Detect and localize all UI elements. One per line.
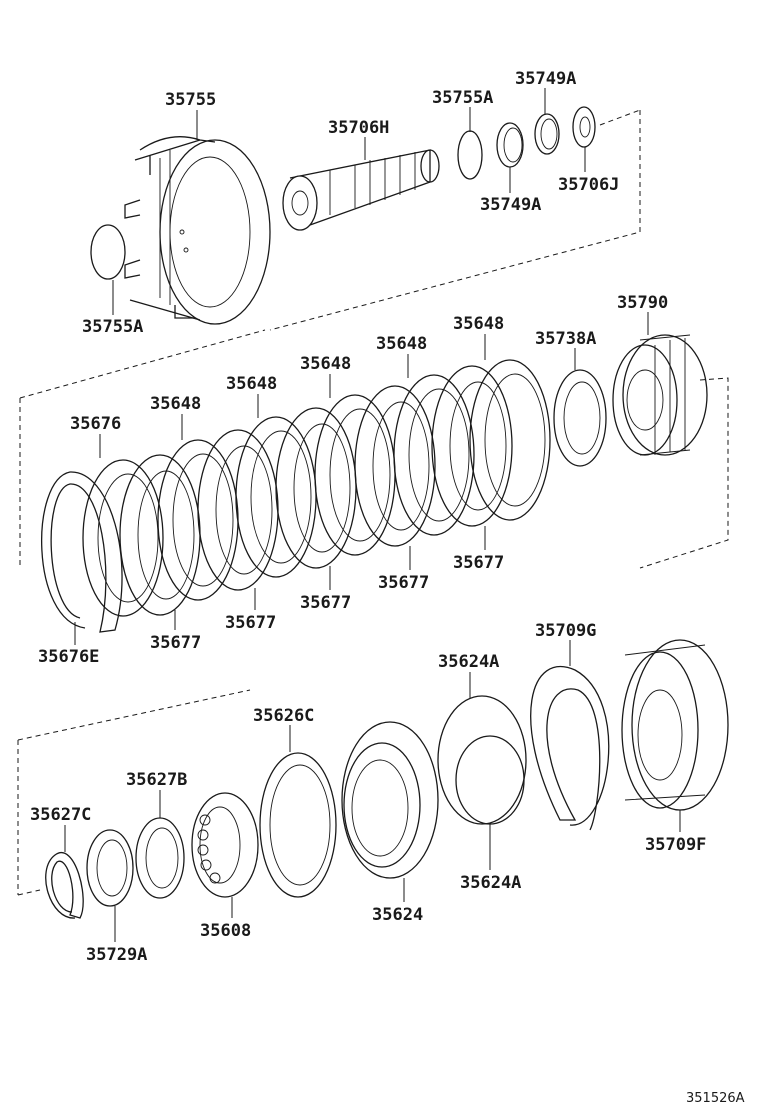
- label-35624: 35624: [372, 905, 423, 925]
- clutch-plate-35648-e: [469, 359, 551, 521]
- label-35755: 35755: [165, 90, 216, 110]
- label-35648-b: 35648: [226, 374, 277, 394]
- group-outline-top: [269, 109, 641, 331]
- label-35755A-bottom: 35755A: [82, 317, 143, 337]
- washer-35627B: [135, 817, 185, 899]
- washer-35729A: [86, 829, 134, 907]
- snap-ring-35627C: [45, 852, 84, 919]
- bearing-race-35749A-lower: [496, 122, 524, 168]
- label-35749A-bottom: 35749A: [480, 195, 541, 215]
- label-35624A-bottom: 35624A: [460, 873, 521, 893]
- clutch-drum-35709F: [621, 639, 729, 811]
- bottom-leaders: [64, 640, 681, 942]
- friction-disc-35677-a: [119, 454, 201, 616]
- clutch-hub-35790: [612, 334, 708, 456]
- label-35709F: 35709F: [645, 835, 706, 855]
- label-35755A-top: 35755A: [432, 88, 493, 108]
- label-35729A: 35729A: [86, 945, 147, 965]
- label-35676E: 35676E: [38, 647, 99, 667]
- label-35648-c: 35648: [300, 354, 351, 374]
- label-35627C: 35627C: [30, 805, 91, 825]
- label-35677-a: 35677: [150, 633, 201, 653]
- label-35648-e: 35648: [453, 314, 504, 334]
- shaft-35706H: [282, 149, 440, 231]
- label-35676: 35676: [70, 414, 121, 434]
- label-35677-b: 35677: [225, 613, 276, 633]
- label-35627B: 35627B: [126, 770, 187, 790]
- label-35709G: 35709G: [535, 621, 596, 641]
- bearing-race-35749A-upper: [534, 113, 560, 155]
- friction-disc-35677-d: [354, 385, 436, 547]
- clutch-plate-35676: [82, 459, 164, 617]
- group-outline-bottom: [17, 689, 251, 896]
- middle-leaders: [74, 312, 649, 645]
- spring-retainer-35626C: [259, 752, 337, 898]
- label-35706J: 35706J: [558, 175, 619, 195]
- top-leaders: [112, 88, 586, 315]
- piston-35624: [341, 721, 439, 879]
- label-35749A-top: 35749A: [515, 69, 576, 89]
- clutch-drum-35755: [124, 136, 271, 325]
- label-35790: 35790: [617, 293, 668, 313]
- label-35738A: 35738A: [535, 329, 596, 349]
- label-35706H: 35706H: [328, 118, 389, 138]
- label-35677-e: 35677: [453, 553, 504, 573]
- o-ring-35755A: [90, 224, 126, 280]
- group-outline-middle: [19, 329, 729, 569]
- label-35648-d: 35648: [376, 334, 427, 354]
- label-35608: 35608: [200, 921, 251, 941]
- label-35677-c: 35677: [300, 593, 351, 613]
- label-35677-d: 35677: [378, 573, 429, 593]
- label-35626C: 35626C: [253, 706, 314, 726]
- label-35624A-top: 35624A: [438, 652, 499, 672]
- label-35648-a: 35648: [150, 394, 201, 414]
- plate-35738A: [553, 369, 607, 467]
- friction-disc-35677-e: [431, 365, 513, 527]
- snap-ring-35676E: [41, 471, 123, 633]
- seal-35624A-inner: [455, 735, 525, 825]
- washer-35706J: [572, 106, 596, 148]
- thrust-bearing-35608: [191, 792, 259, 898]
- figure-number: 351526A: [686, 1091, 745, 1106]
- seal-35624A-outer: [437, 695, 527, 825]
- clutch-plate-35648-d: [393, 374, 475, 536]
- snap-ring-35755A: [457, 130, 483, 180]
- snap-ring-35709G: [530, 665, 610, 831]
